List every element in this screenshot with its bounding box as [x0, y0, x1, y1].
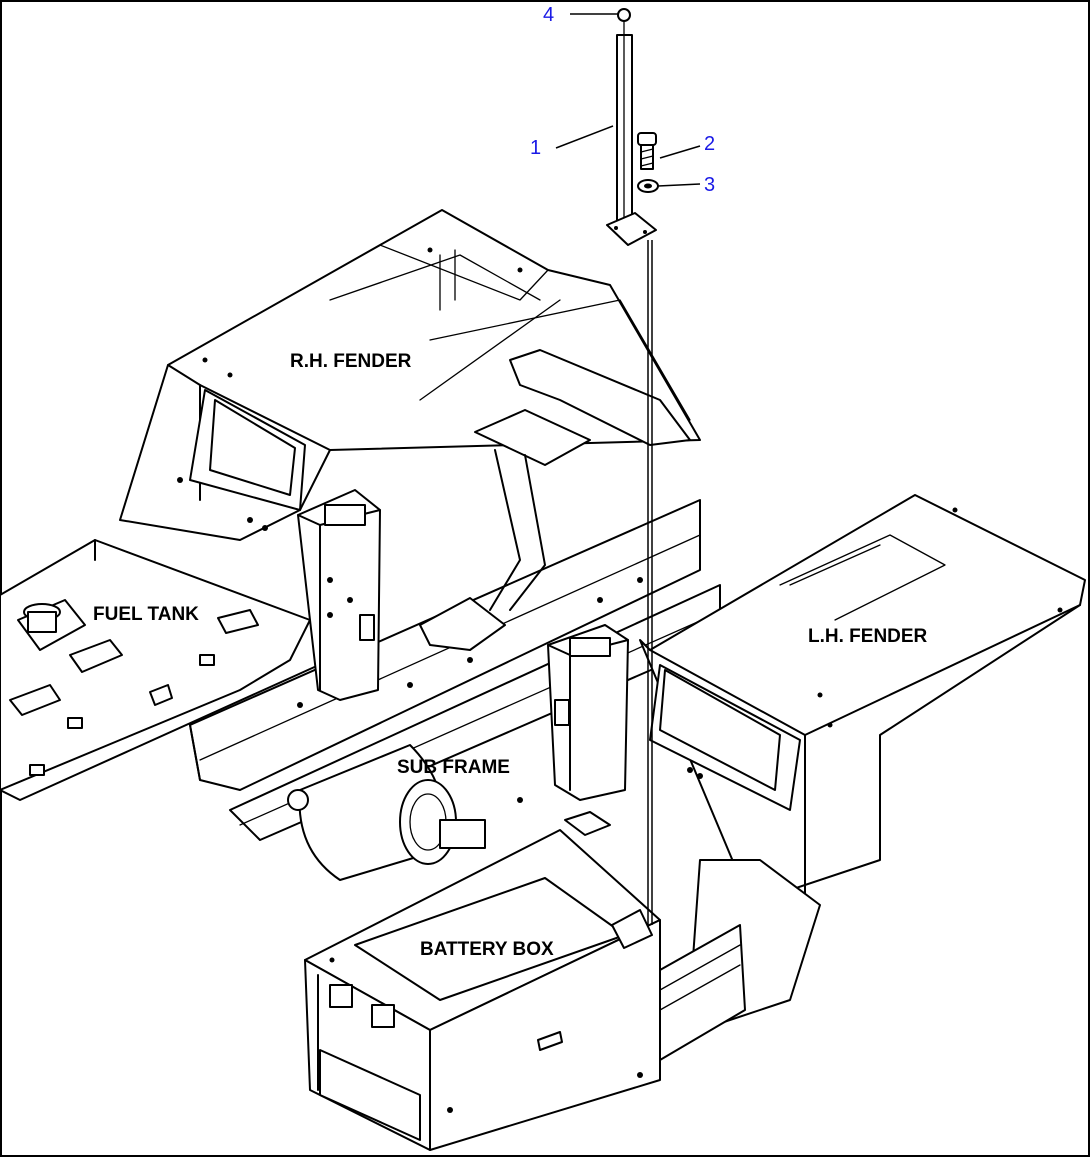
- label-battery-box: BATTERY BOX: [420, 939, 554, 960]
- part-washer: [637, 179, 659, 193]
- callout-3: 3: [704, 174, 715, 196]
- label-lh-fender: L.H. FENDER: [808, 626, 928, 647]
- leader-3: [657, 183, 701, 187]
- callout-4: 4: [543, 4, 554, 26]
- callout-1: 1: [530, 137, 541, 159]
- left-post: [297, 489, 381, 701]
- crossmember: [419, 349, 691, 651]
- label-sub-frame: SUB FRAME: [397, 757, 510, 778]
- part-cap: [617, 8, 631, 22]
- fuel-tank: [0, 539, 331, 801]
- callout-2: 2: [704, 133, 715, 155]
- label-fuel-tank: FUEL TANK: [93, 604, 199, 625]
- part-bolt: [637, 132, 657, 170]
- leader-2: [659, 145, 701, 159]
- battery-box: [304, 811, 746, 1151]
- label-rh-fender: R.H. FENDER: [290, 351, 412, 372]
- right-post: [547, 624, 629, 801]
- starter-motor: [287, 744, 486, 881]
- leader-1: [555, 125, 614, 149]
- part-rod: [606, 34, 657, 925]
- rh-fender: [119, 209, 701, 541]
